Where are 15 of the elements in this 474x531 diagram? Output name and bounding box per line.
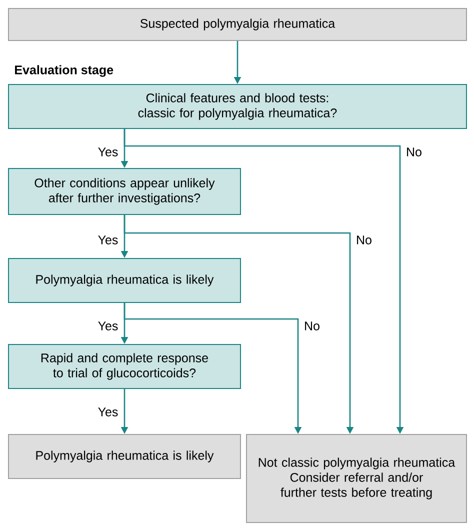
edge-label: No	[355, 234, 373, 246]
outcome-box: Not classic polymyalgia rheumatica Consider referral and/or further tests before treating	[246, 434, 467, 523]
edge-label: Yes	[96, 234, 120, 246]
question-box: Rapid and complete response to trial of glucocorticoids?	[8, 344, 241, 389]
edge-label: No	[303, 320, 321, 332]
edge-label: No	[405, 146, 423, 158]
question-box: Other conditions appear unlikely after further investigations?	[8, 168, 241, 215]
stage-heading: Evaluation stage	[15, 65, 114, 77]
outcome-box: Polymyalgia rheumatica is likely	[8, 434, 241, 479]
question-box: Polymyalgia rheumatica is likely	[8, 258, 241, 303]
outcome-box: Suspected polymyalgia rheumatica	[8, 8, 467, 41]
edge-label: Yes	[96, 146, 120, 158]
question-box: Clinical features and blood tests: classic for polymyalgia rheumatica?	[8, 84, 467, 129]
edge-label: Yes	[96, 406, 120, 418]
edge-label: Yes	[96, 320, 120, 332]
